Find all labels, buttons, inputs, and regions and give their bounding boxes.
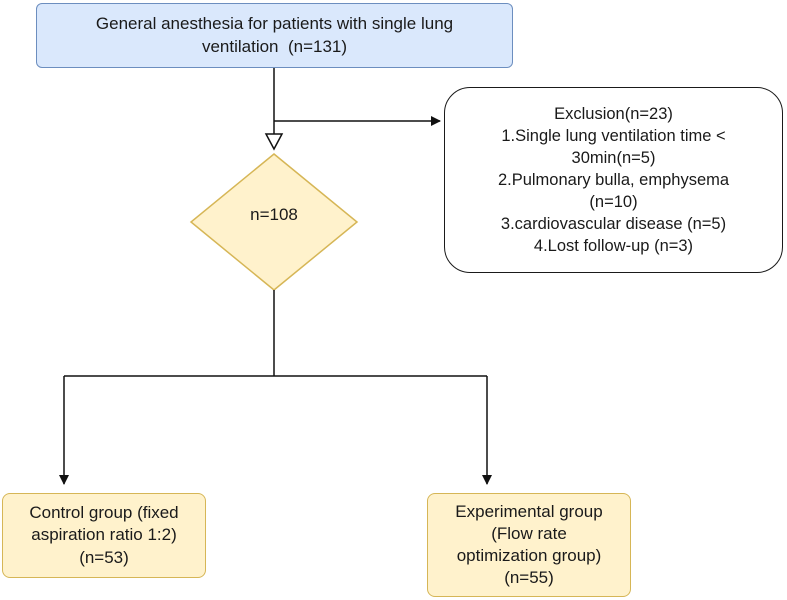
- experimental-group-box: Experimental group (Flow rate optimizati…: [427, 493, 631, 597]
- exclusion-line-4: (n=10): [589, 193, 638, 212]
- exclusion-line-6: 4.Lost follow-up (n=3): [533, 237, 694, 256]
- decision-label: n=108: [250, 205, 298, 224]
- experimental-line-2: (Flow rate: [491, 523, 567, 543]
- hollow-arrowhead-icon: [264, 133, 284, 151]
- exclusion-line-5: 3.cardiovascular disease (n=5): [500, 215, 727, 234]
- exclusion-title: Exclusion(n=23): [554, 104, 673, 123]
- exclusion-line-1: 1.Single lung ventilation time <: [501, 126, 726, 145]
- experimental-line-4: (n=55): [504, 568, 554, 588]
- control-line-3: (n=53): [79, 547, 129, 567]
- experimental-line-1: Experimental group: [455, 501, 603, 521]
- control-line-2: aspiration ratio 1:2): [31, 525, 177, 545]
- start-line-2: ventilation (n=131): [201, 36, 348, 56]
- control-group-box: Control group (fixed aspiration ratio 1:…: [2, 493, 206, 578]
- experimental-line-3: optimization group): [456, 546, 602, 565]
- exclusion-box: Exclusion(n=23) 1.Single lung ventilatio…: [444, 87, 783, 273]
- control-line-1: Control group (fixed: [29, 503, 179, 523]
- start-line-1: General anesthesia for patients with sin…: [95, 14, 454, 34]
- exclusion-line-3: 2.Pulmonary bulla, emphysema: [497, 170, 730, 189]
- start-box: General anesthesia for patients with sin…: [36, 3, 513, 68]
- exclusion-line-2: 30min(n=5): [571, 148, 656, 167]
